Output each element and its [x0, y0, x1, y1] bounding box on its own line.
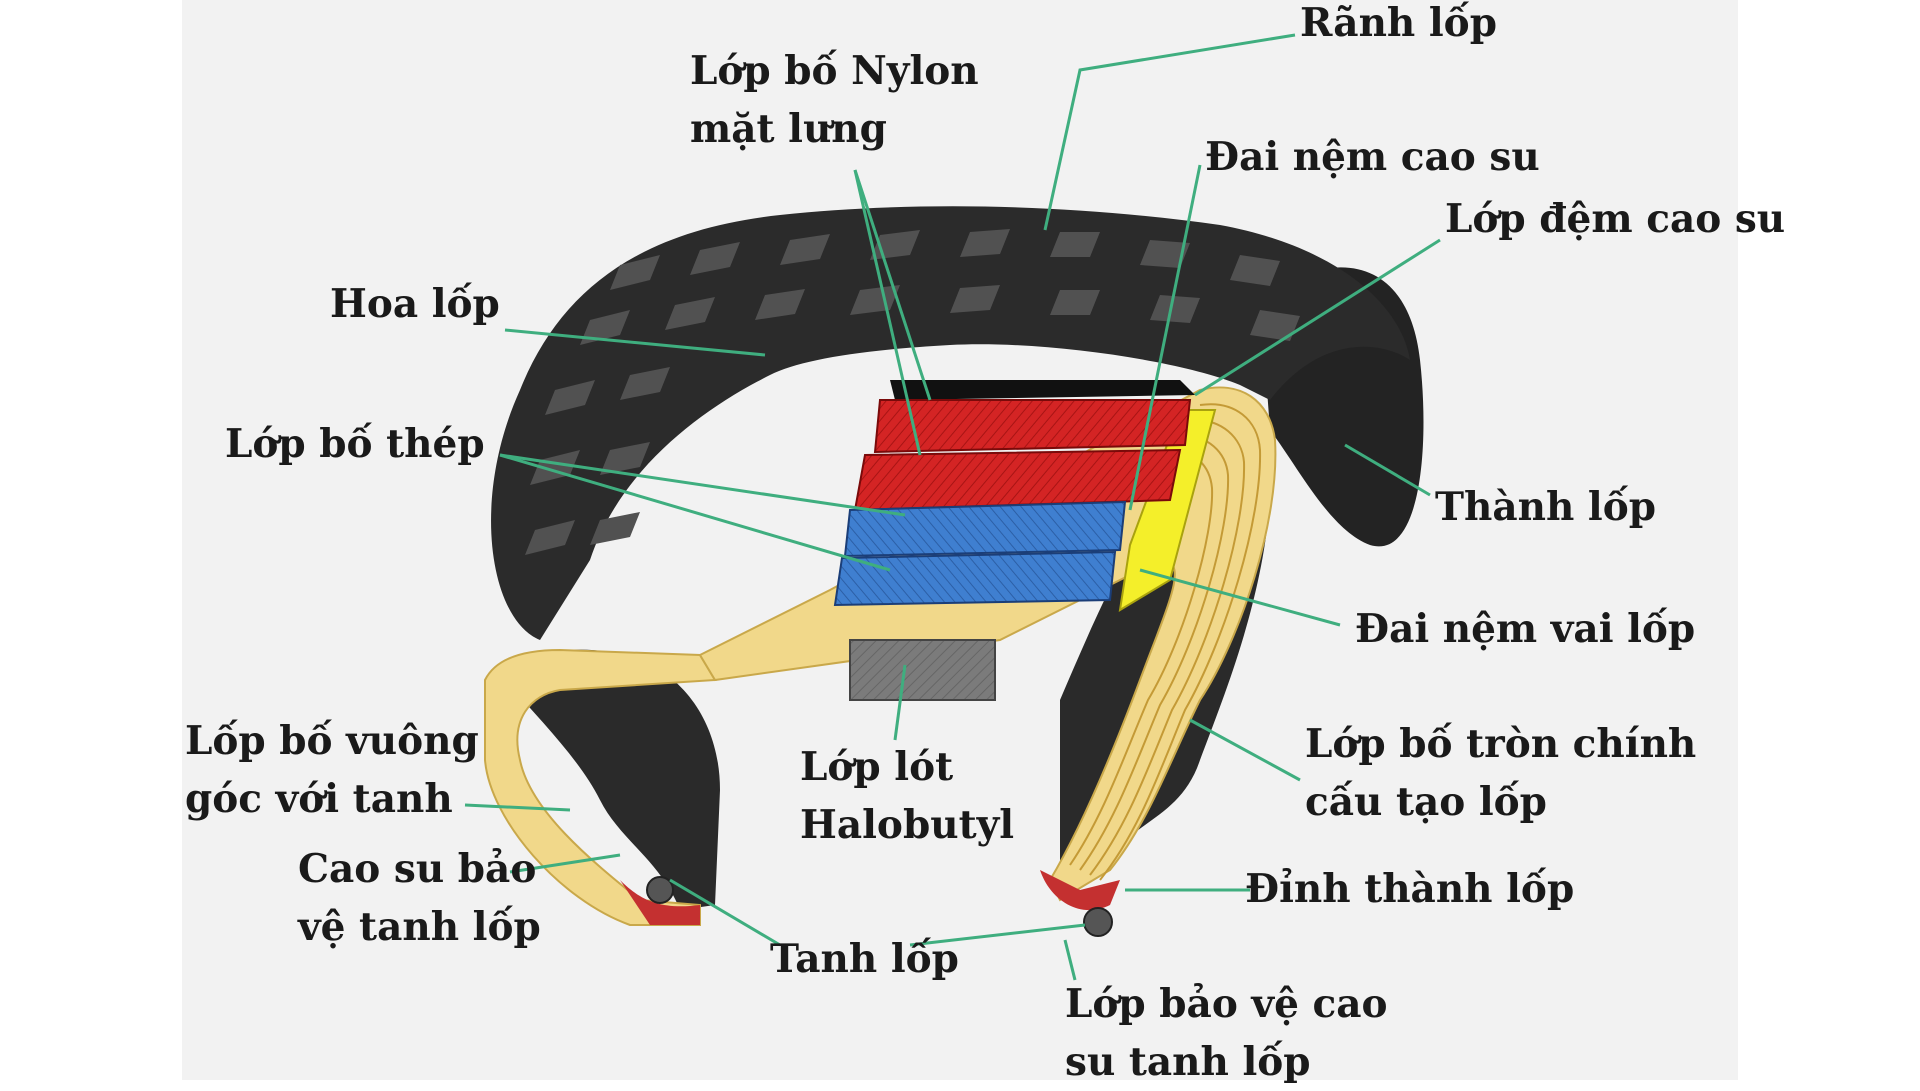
- leader-shoulder: [1139, 568, 1341, 627]
- label-shoulder-pad: Đai nệm vai lốp: [1355, 606, 1696, 652]
- right-bead-core: [1083, 907, 1113, 937]
- leader-radial: [1189, 718, 1301, 782]
- label-rubber-cushion: Lớp đệm cao su: [1445, 196, 1786, 242]
- label-cushion-belt: Đai nệm cao su: [1205, 134, 1540, 180]
- rubber-cushion: [890, 380, 1195, 400]
- steel-belt-2: [833, 550, 1117, 607]
- left-bead: [620, 880, 700, 925]
- leader-chafer: [464, 803, 571, 812]
- leader-bead-a: [669, 878, 781, 947]
- steel-belt-1: [843, 500, 1127, 558]
- leader-bead-protector: [509, 853, 621, 874]
- label-groove: Rãnh lốp: [1300, 0, 1497, 46]
- left-bead-core: [646, 876, 674, 904]
- leader-nylon-b: [853, 169, 922, 456]
- label-steel-belts: Lớp bố thép: [225, 421, 485, 467]
- leader-bead-b: [909, 923, 1086, 947]
- left-inner-wall: [505, 649, 720, 910]
- label-apex: Đỉnh thành lốp: [1245, 866, 1575, 912]
- leader-sidewall: [1344, 443, 1431, 497]
- inner-liner: [849, 639, 996, 701]
- label-sidewall: Thành lốp: [1435, 484, 1657, 530]
- leader-tread: [504, 328, 766, 357]
- leader-rubber-cushion: [1194, 238, 1441, 397]
- tire-body: [484, 206, 1424, 937]
- leader-cushion-belt: [1128, 164, 1202, 511]
- leader-lines: [464, 33, 1441, 981]
- leader-steel-a: [499, 453, 906, 517]
- nylon-ply-2: [853, 448, 1182, 512]
- nylon-ply-1: [873, 399, 1192, 454]
- leader-bead-cover: [1063, 939, 1077, 981]
- ply-lines: [1069, 403, 1262, 881]
- leader-steel-b: [499, 453, 891, 572]
- leader-liner: [893, 664, 907, 741]
- leader-groove: [1043, 33, 1296, 231]
- right-bead: [1040, 870, 1120, 911]
- label-bead: Tanh lốp: [770, 936, 959, 982]
- leader-nylon-a: [853, 169, 932, 401]
- label-tread: Hoa lốp: [330, 281, 500, 327]
